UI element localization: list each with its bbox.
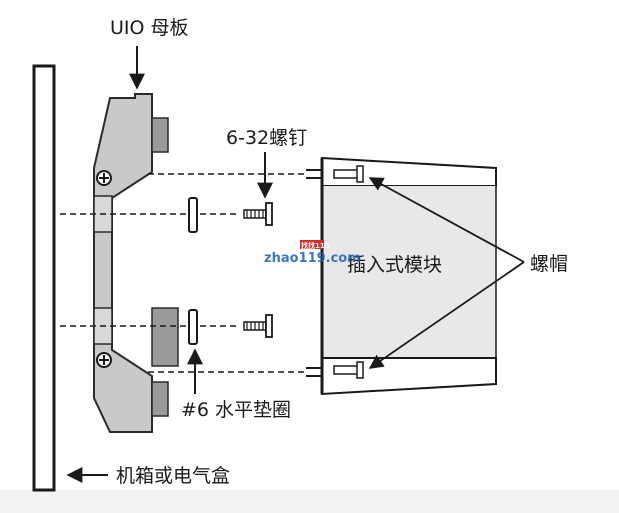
watermark-badge — [300, 240, 324, 249]
footer-band — [0, 490, 619, 513]
watermark-text: zhao119.com — [264, 251, 361, 266]
flat-washer — [188, 197, 198, 233]
module-label: 插入式模块 — [347, 254, 442, 276]
screw-icon — [243, 202, 273, 226]
screw-cap-arrow — [368, 261, 525, 369]
washer-label: #6 水平垫圈 — [181, 399, 291, 421]
screw-cap-arrow — [368, 177, 525, 263]
chassis-label: 机箱或电气盒 — [116, 465, 230, 487]
watermark-badge-text: 找找119 — [301, 241, 330, 250]
board-connector — [151, 117, 169, 153]
screw-label: 6-32螺钉 — [226, 127, 307, 149]
captive-screw-icon — [333, 361, 364, 379]
plugin-module — [306, 156, 497, 396]
screw-icon — [243, 314, 273, 338]
watermark: 找找119 zhao119.com — [264, 240, 361, 266]
board-screw-icon — [96, 170, 112, 186]
screw-cap-label: 螺帽 — [530, 253, 568, 275]
uio-motherboard — [93, 93, 153, 433]
motherboard-label: UIO 母板 — [110, 17, 189, 39]
board-connector — [151, 307, 179, 367]
flat-washer — [188, 309, 198, 345]
board-screw-icon — [96, 352, 112, 368]
board-connector — [151, 381, 169, 417]
chassis-wall — [32, 64, 56, 492]
captive-screw-icon — [333, 165, 364, 183]
